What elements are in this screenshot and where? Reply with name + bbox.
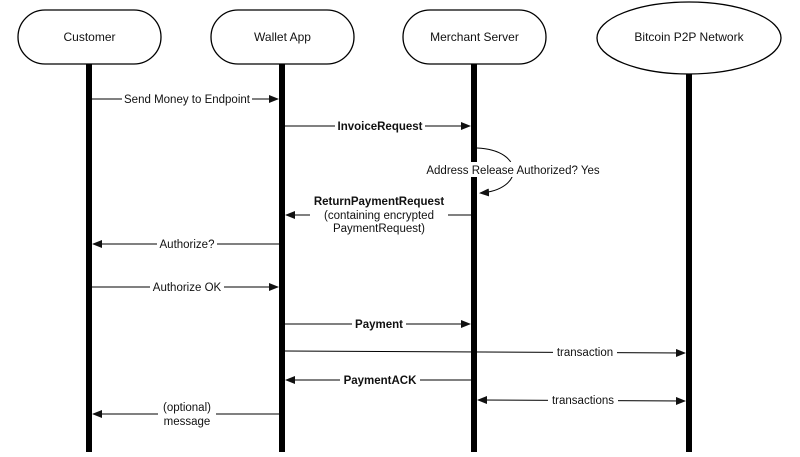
- message-address-release: Address Release Authorized? Yes: [423, 147, 603, 197]
- message-authorize-ok: Authorize OK: [92, 279, 279, 294]
- optional-message-line1: (optional): [163, 402, 211, 414]
- participant-merchant: Merchant Server: [402, 9, 547, 65]
- customer-box: [17, 9, 162, 65]
- message-payment: Payment: [285, 316, 471, 331]
- lifelines: [86, 64, 692, 452]
- message-invoice-request: InvoiceRequest: [285, 118, 471, 133]
- authorize-question-label: Authorize?: [160, 239, 215, 251]
- participant-network: Bitcoin P2P Network: [596, 1, 782, 75]
- optional-message-line2: message: [164, 416, 211, 428]
- customer-label: Customer: [63, 30, 115, 44]
- message-authorize-question: Authorize?: [92, 236, 279, 251]
- message-return-payment-request: ReturnPaymentRequest (containing encrypt…: [285, 193, 471, 236]
- authorize-ok-label: Authorize OK: [153, 282, 222, 294]
- return-payment-request-line2: (containing encrypted: [324, 210, 434, 222]
- transaction-arrow: [284, 348, 686, 357]
- send-money-label: Send Money to Endpoint: [124, 94, 251, 106]
- message-optional: (optional) message: [92, 399, 279, 428]
- wallet-label: Wallet App: [254, 30, 311, 44]
- participant-customer: Customer: [17, 9, 162, 65]
- message-transactions: transactions: [477, 392, 686, 407]
- transaction-label: transaction: [557, 347, 613, 359]
- merchant-box: [402, 9, 547, 65]
- network-label: Bitcoin P2P Network: [634, 30, 744, 44]
- payment-label: Payment: [355, 319, 403, 331]
- transactions-label: transactions: [552, 395, 614, 407]
- merchant-label: Merchant Server: [430, 30, 519, 44]
- return-payment-request-line3: PaymentRequest): [333, 223, 425, 235]
- message-transaction: transaction: [284, 344, 686, 359]
- network-ellipse: [596, 1, 782, 75]
- participant-wallet: Wallet App: [210, 9, 355, 65]
- invoice-request-label: InvoiceRequest: [338, 121, 423, 133]
- message-payment-ack: PaymentACK: [285, 372, 471, 387]
- return-payment-request-title: ReturnPaymentRequest: [314, 196, 445, 208]
- address-release-label: Address Release Authorized? Yes: [426, 165, 600, 177]
- wallet-box: [210, 9, 355, 65]
- message-send-money: Send Money to Endpoint: [92, 91, 279, 106]
- payment-ack-label: PaymentACK: [344, 375, 418, 387]
